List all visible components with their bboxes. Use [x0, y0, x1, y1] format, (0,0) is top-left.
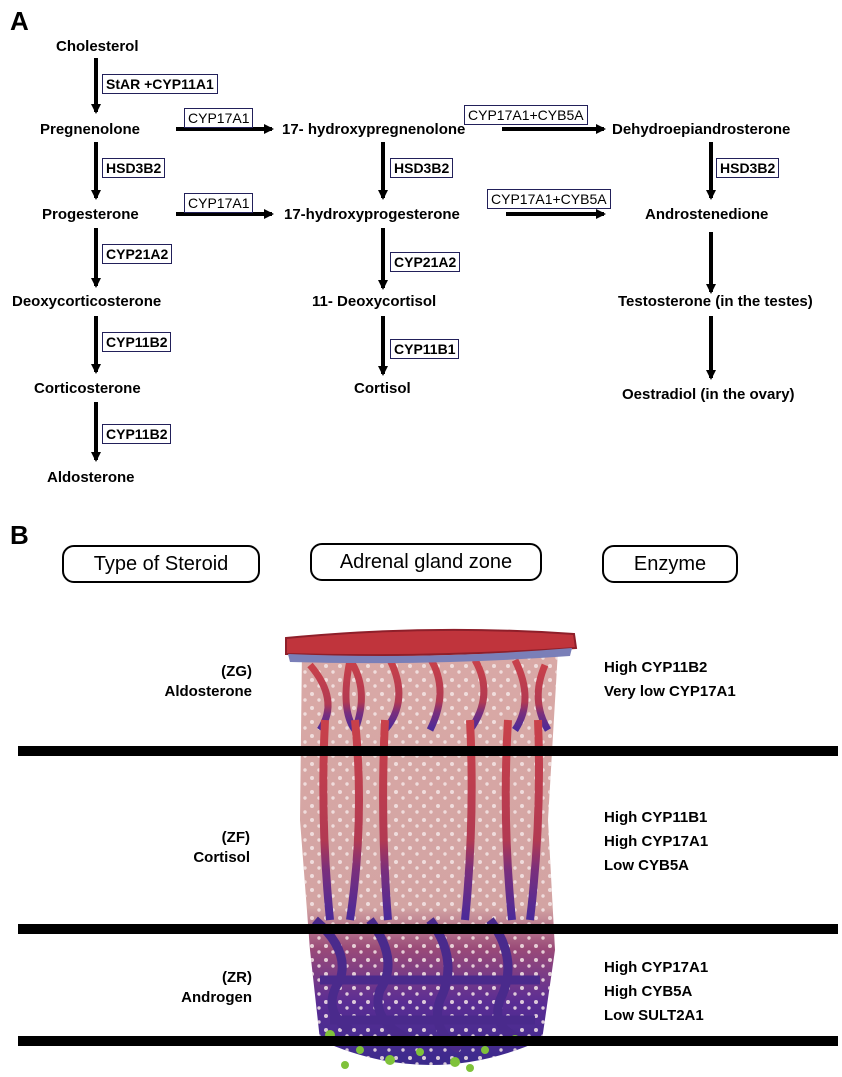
node-17-hydroxyprogesterone: 17-hydroxyprogesterone	[284, 206, 460, 223]
enzyme-item: High CYP11B1	[604, 806, 708, 830]
enzyme-hsd3b2-left: HSD3B2	[102, 158, 165, 178]
enzyme-item: Very low CYP17A1	[604, 680, 736, 704]
node-17-hydroxypregnenolone: 17- hydroxypregnenolone	[282, 121, 465, 138]
zone-code-zr: (ZR)	[100, 968, 252, 988]
enzyme-cyp17a1-cyb5a-mid: CYP17A1+CYB5A	[487, 189, 611, 209]
zone-label-zf: (ZF) Cortisol	[100, 828, 250, 868]
enzyme-cyp11b1: CYP11B1	[390, 339, 459, 359]
enzyme-cyp17a1-cyb5a-top: CYP17A1+CYB5A	[464, 105, 588, 125]
zone-label-zg: (ZG) Aldosterone	[100, 662, 252, 702]
divider-zf-zr	[18, 924, 838, 934]
enzyme-list-zf: High CYP11B1 High CYP17A1 Low CYB5A	[604, 806, 708, 878]
node-testosterone: Testosterone (in the testes)	[618, 293, 813, 310]
node-deoxycorticosterone: Deoxycorticosterone	[12, 293, 161, 310]
enzyme-cyp17a1-top: CYP17A1	[184, 108, 253, 128]
node-11-deoxycortisol: 11- Deoxycortisol	[312, 293, 436, 310]
zone-steroid-zr: Androgen	[100, 988, 252, 1008]
enzyme-cyp11b2-2: CYP11B2	[102, 424, 171, 444]
zone-label-zr: (ZR) Androgen	[100, 968, 252, 1008]
enzyme-item: High CYP17A1	[604, 956, 708, 980]
enzyme-hsd3b2-mid: HSD3B2	[390, 158, 453, 178]
node-progesterone: Progesterone	[42, 206, 139, 223]
node-cholesterol: Cholesterol	[56, 38, 139, 55]
zone-steroid-zf: Cortisol	[100, 848, 250, 868]
enzyme-cyp21a2-mid: CYP21A2	[390, 252, 460, 272]
header-adrenal-gland-zone: Adrenal gland zone	[310, 543, 542, 581]
enzyme-list-zg: High CYP11B2 Very low CYP17A1	[604, 656, 736, 704]
node-aldosterone: Aldosterone	[47, 469, 135, 486]
enzyme-list-zr: High CYP17A1 High CYB5A Low SULT2A1	[604, 956, 708, 1028]
enzyme-cyp17a1-mid: CYP17A1	[184, 193, 253, 213]
node-dhea: Dehydroepiandrosterone	[612, 121, 790, 138]
enzyme-item: High CYB5A	[604, 980, 708, 1004]
zone-code-zf: (ZF)	[100, 828, 250, 848]
divider-bottom	[18, 1036, 838, 1046]
node-androstenedione: Androstenedione	[645, 206, 768, 223]
divider-zg-zf	[18, 746, 838, 756]
enzyme-item: High CYP11B2	[604, 656, 736, 680]
zone-code-zg: (ZG)	[100, 662, 252, 682]
enzyme-item: Low SULT2A1	[604, 1004, 708, 1028]
node-pregnenolone: Pregnenolone	[40, 121, 140, 138]
enzyme-cyp21a2-left: CYP21A2	[102, 244, 172, 264]
enzyme-item: High CYP17A1	[604, 830, 708, 854]
enzyme-cyp11b2-1: CYP11B2	[102, 332, 171, 352]
enzyme-hsd3b2-right: HSD3B2	[716, 158, 779, 178]
zone-steroid-zg: Aldosterone	[100, 682, 252, 702]
header-type-of-steroid: Type of Steroid	[62, 545, 260, 583]
node-corticosterone: Corticosterone	[34, 380, 141, 397]
node-cortisol: Cortisol	[354, 380, 411, 397]
adrenal-gland-illustration	[280, 620, 580, 1077]
enzyme-star-cyp11a1: StAR +CYP11A1	[102, 74, 218, 94]
header-enzyme: Enzyme	[602, 545, 738, 583]
enzyme-item: Low CYB5A	[604, 854, 708, 878]
node-oestradiol: Oestradiol (in the ovary)	[622, 386, 795, 403]
panel-b-label: B	[10, 520, 29, 551]
